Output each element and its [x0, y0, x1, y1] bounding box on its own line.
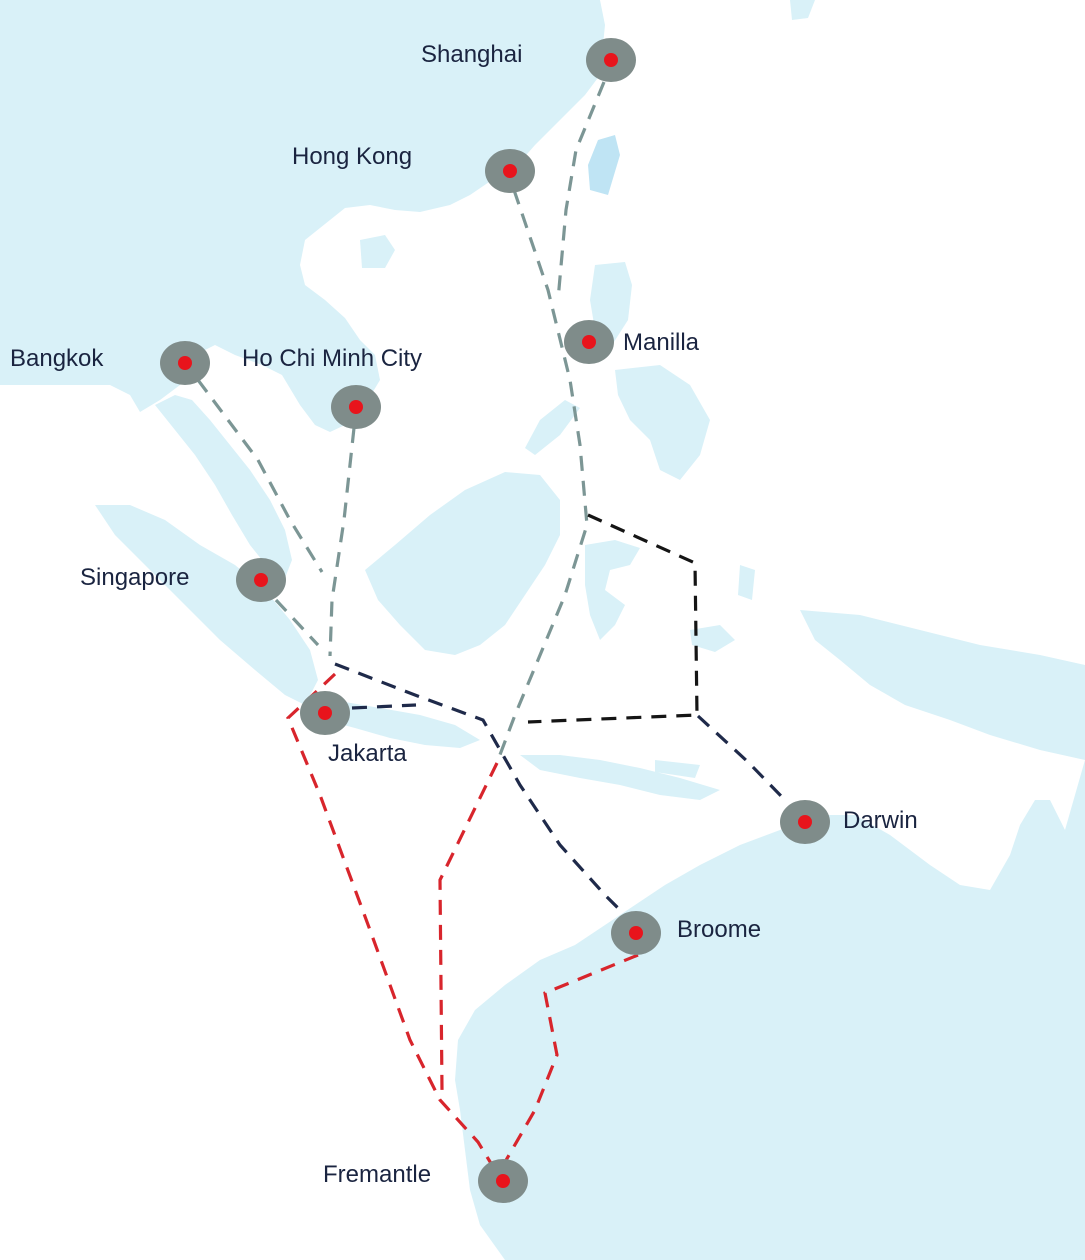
city-marker-shanghai[interactable]: Shanghai: [421, 38, 636, 82]
eastern-loop-route: [527, 513, 699, 724]
land-palawan: [525, 400, 580, 455]
central-fremantle-route: [438, 762, 499, 1091]
darwin-route: [696, 714, 787, 802]
marker-dot: [604, 53, 618, 67]
city-label-jakarta: Jakarta: [328, 740, 407, 767]
marker-dot: [503, 164, 517, 178]
city-label-singapore: Singapore: [80, 564, 189, 591]
city-marker-broome[interactable]: Broome: [611, 911, 761, 955]
city-label-shanghai: Shanghai: [421, 41, 522, 68]
city-marker-manilla[interactable]: Manilla: [564, 320, 700, 364]
land-philippines-south: [615, 365, 710, 480]
land-borneo: [365, 472, 560, 655]
marker-dot: [496, 1174, 510, 1188]
city-marker-singapore[interactable]: Singapore: [80, 558, 286, 602]
marker-dot: [798, 815, 812, 829]
land-asia-mainland: [0, 0, 605, 432]
city-label-manilla: Manilla: [623, 329, 700, 356]
marker-dot: [629, 926, 643, 940]
shanghai-route: [556, 81, 606, 301]
land-sulawesi: [585, 540, 640, 640]
city-marker-darwin[interactable]: Darwin: [780, 800, 918, 844]
city-marker-hong-kong[interactable]: Hong Kong: [292, 143, 535, 193]
jakarta-link-route: [351, 703, 417, 710]
city-label-broome: Broome: [677, 916, 761, 943]
singapore-route: [274, 598, 320, 647]
city-label-bangkok: Bangkok: [10, 345, 104, 372]
broome-fremantle-route: [503, 953, 639, 1163]
marker-dot: [254, 573, 268, 587]
jakarta-broome-route: [334, 662, 622, 912]
marker-dot: [349, 400, 363, 414]
land-hainan: [360, 235, 395, 268]
land-java: [315, 700, 480, 748]
marker-dot: [178, 356, 192, 370]
city-label-ho-chi-minh-city: Ho Chi Minh City: [242, 345, 422, 372]
land-australia: [455, 760, 1085, 1260]
city-marker-jakarta[interactable]: Jakarta: [300, 691, 407, 767]
land-small-islands: [520, 565, 755, 800]
city-marker-fremantle[interactable]: Fremantle: [323, 1159, 528, 1203]
city-marker-ho-chi-minh-city[interactable]: Ho Chi Minh City: [242, 345, 422, 429]
city-label-darwin: Darwin: [843, 807, 918, 834]
marker-dot: [318, 706, 332, 720]
city-label-hong-kong: Hong Kong: [292, 143, 412, 170]
land-japan-fragment: [790, 0, 815, 20]
land-new-guinea: [800, 610, 1085, 760]
hongkong-route: [496, 189, 589, 761]
city-markers: Shanghai Hong Kong Manilla Bangkok Ho Ch: [10, 38, 918, 1203]
city-marker-bangkok[interactable]: Bangkok: [10, 341, 210, 385]
bangkok-route: [196, 379, 324, 573]
city-label-fremantle: Fremantle: [323, 1161, 431, 1188]
land-sumatra: [95, 505, 318, 705]
land-malay-peninsula: [155, 395, 292, 578]
hcmc-route: [328, 427, 356, 657]
marker-dot: [582, 335, 596, 349]
land-taiwan: [588, 135, 620, 195]
